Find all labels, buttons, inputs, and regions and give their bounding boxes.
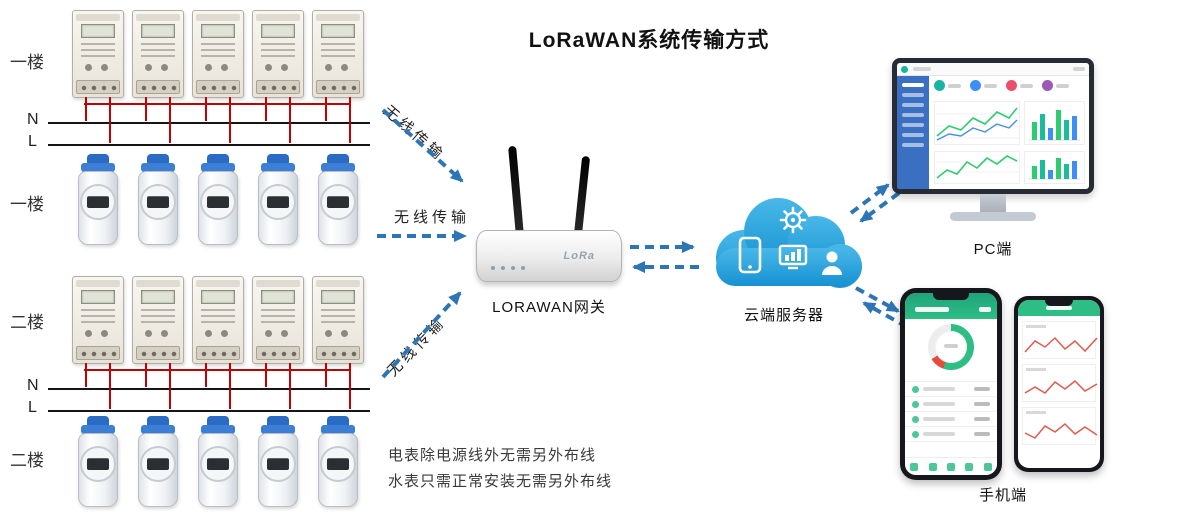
app-bottom-nav	[905, 457, 997, 475]
monitor-stand-neck	[980, 194, 1006, 212]
cloud-phone-icon	[738, 236, 762, 274]
dashboard-logo-icon	[901, 65, 908, 73]
phone-left-screen	[905, 293, 997, 475]
water-meter	[192, 416, 244, 510]
electric-meter	[192, 10, 244, 143]
electric-meter	[252, 276, 304, 409]
water-meter	[72, 416, 124, 510]
cloud-label: 云端服务器	[743, 307, 824, 324]
water-meter	[192, 154, 244, 248]
wire-label-n-floor1: N	[27, 111, 39, 128]
dashboard-stat-circles	[934, 80, 1069, 91]
gauge-chart	[928, 324, 974, 370]
l-wire-floor2	[48, 410, 370, 412]
cloud-monitor-chart-icon	[778, 244, 808, 270]
pc-frame	[892, 58, 1094, 194]
gateway-leds	[491, 266, 525, 270]
electric-meter	[192, 276, 244, 409]
app-line-chart	[1022, 364, 1098, 402]
antenna-left-icon	[508, 145, 524, 237]
cloud-gear-icon	[779, 206, 807, 234]
electric-meter	[132, 10, 184, 143]
wireless-label-middle: 无线传输	[394, 209, 471, 226]
floor-label-1-electric: 一楼	[10, 53, 44, 72]
monitor-stand-base	[950, 212, 1036, 221]
pc-monitor	[892, 58, 1094, 236]
electric-meter	[132, 276, 184, 409]
water-meter	[132, 416, 184, 510]
page-title: LoRaWAN系统传输方式	[528, 29, 770, 52]
wire-label-n-floor2: N	[27, 377, 39, 394]
dashboard-bar-chart-1	[1024, 101, 1085, 145]
wireless-label-bottom: 无线传输	[384, 313, 450, 380]
note-line-1: 电表除电源线外无需另外布线	[388, 447, 597, 464]
lorawan-gateway: LoRa	[476, 145, 622, 288]
pc-label: PC端	[973, 241, 1013, 258]
electric-meter	[312, 276, 364, 409]
electric-meter	[312, 10, 364, 143]
list-item	[905, 412, 997, 427]
dashboard-topbar	[897, 63, 1089, 76]
mobile-phones	[898, 284, 1108, 482]
water-meter	[252, 416, 304, 510]
phone-notch	[1045, 300, 1073, 306]
note-line-2: 水表只需正常安装无需另外布线	[388, 473, 613, 490]
floor-label-2-water: 二楼	[10, 451, 44, 470]
n-wire-floor1	[48, 122, 370, 124]
water-meter-row-floor1	[72, 154, 364, 248]
floor-label-1-water: 一楼	[10, 195, 44, 214]
gateway-label: LORAWAN网关	[492, 299, 606, 316]
app-line-chart	[1022, 407, 1098, 445]
floor-label-2-electric: 二楼	[10, 313, 44, 332]
dashboard-sidebar	[897, 76, 929, 189]
phone-left	[900, 288, 1002, 480]
dashboard-line-chart-2	[934, 151, 1020, 184]
water-meter	[252, 154, 304, 248]
phone-right-screen	[1018, 300, 1100, 468]
electric-meter	[72, 10, 124, 143]
gateway-brand: LoRa	[563, 250, 595, 262]
red-wire-run-floor1	[84, 103, 350, 105]
app-line-chart	[1022, 321, 1098, 359]
n-wire-floor2	[48, 388, 370, 390]
electric-meter-row-floor1	[72, 10, 364, 143]
dashboard-line-chart-1	[934, 101, 1020, 145]
wireless-label-top: 无线传输	[379, 102, 449, 165]
cloud-person-icon	[822, 251, 842, 275]
list-item	[905, 427, 997, 442]
mobile-label: 手机端	[978, 487, 1027, 504]
electric-meter	[252, 10, 304, 143]
water-meter	[72, 154, 124, 248]
list-item	[905, 397, 997, 412]
water-meter	[132, 154, 184, 248]
app-gauge-card	[905, 324, 997, 382]
water-meter-row-floor2	[72, 416, 364, 510]
red-wire-run-floor2	[84, 369, 350, 371]
electric-meter	[72, 276, 124, 409]
phone-notch	[933, 293, 969, 300]
wire-label-l-floor1: L	[28, 133, 37, 150]
electric-meter-row-floor2	[72, 276, 364, 409]
pc-dashboard	[897, 63, 1089, 189]
water-meter	[312, 416, 364, 510]
cloud-server	[716, 198, 862, 288]
app-header	[1018, 300, 1100, 316]
gateway-body: LoRa	[476, 230, 622, 282]
dashboard-bar-chart-2	[1024, 151, 1085, 184]
wire-label-l-floor2: L	[28, 399, 37, 416]
phone-right	[1014, 296, 1104, 472]
l-wire-floor1	[48, 144, 370, 146]
antenna-right-icon	[573, 155, 591, 237]
list-item	[905, 382, 997, 397]
water-meter	[312, 154, 364, 248]
